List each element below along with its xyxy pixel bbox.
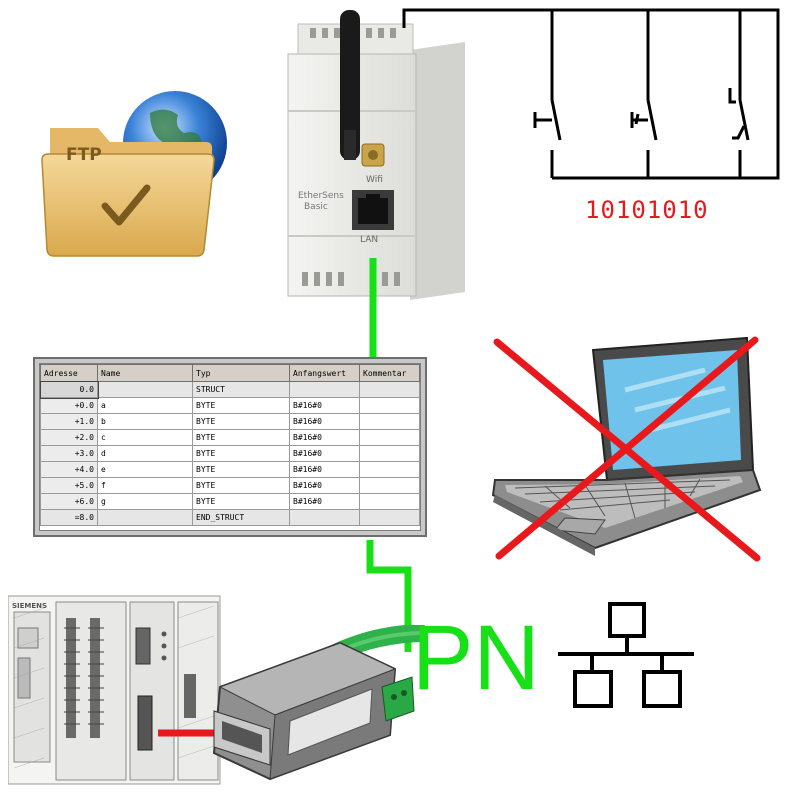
cell-name: e xyxy=(97,461,193,478)
cell-comment xyxy=(359,493,420,510)
cell-comment xyxy=(359,461,420,478)
cell-initial-value: B#16#0 xyxy=(289,429,360,446)
cell-initial-value: B#16#0 xyxy=(289,493,360,510)
cell-address: 0.0 xyxy=(40,380,99,399)
wifi-label: Wifi xyxy=(366,175,383,185)
profinet-adapter-icon xyxy=(158,625,425,781)
ftp-label: FTP xyxy=(66,145,102,165)
cell-type: BYTE xyxy=(192,493,290,510)
cell-address: +3.0 xyxy=(40,445,98,462)
cell-name: f xyxy=(97,477,193,494)
binary-value: 10101010 xyxy=(585,196,709,224)
table-row[interactable]: 0.0 STRUCT xyxy=(40,380,420,399)
cell-name xyxy=(97,509,193,526)
table-header-row: Adresse Name Typ Anfangswert Kommentar xyxy=(40,364,420,382)
cell-type: BYTE xyxy=(192,461,290,478)
cell-type: END_STRUCT xyxy=(192,509,290,526)
laptop-crossed-out-icon xyxy=(491,336,762,562)
cell-comment xyxy=(359,509,420,526)
cell-address: =8.0 xyxy=(40,509,98,526)
data-block-table-window: Adresse Name Typ Anfangswert Kommentar 0… xyxy=(33,357,427,537)
cell-initial-value xyxy=(289,509,360,526)
cell-initial-value: B#16#0 xyxy=(289,445,360,462)
cell-address: +5.0 xyxy=(40,477,98,494)
cell-type: BYTE xyxy=(192,445,290,462)
cell-initial-value: B#16#0 xyxy=(289,397,360,414)
column-header-comment: Kommentar xyxy=(359,364,420,382)
cell-name: c xyxy=(97,429,193,446)
cell-name xyxy=(97,381,193,398)
cell-address: +4.0 xyxy=(40,461,98,478)
ethersens-device-icon: Wifi EtherSens Basic LAN xyxy=(287,10,465,300)
cell-comment xyxy=(359,477,420,494)
cell-type: BYTE xyxy=(192,477,290,494)
cell-name: a xyxy=(97,397,193,414)
ftp-folder-globe-icon: FTP xyxy=(41,91,227,257)
network-topology-icon xyxy=(558,602,694,708)
table-row[interactable]: =8.0 END_STRUCT xyxy=(40,509,420,526)
cell-initial-value: B#16#0 xyxy=(289,477,360,494)
switch-circuit-icon xyxy=(402,8,780,180)
column-header-address: Adresse xyxy=(40,364,98,382)
cell-address: +0.0 xyxy=(40,397,98,414)
plc-brand-label: SIEMENS xyxy=(12,602,47,610)
cell-type: BYTE xyxy=(192,413,290,430)
lan-label: LAN xyxy=(360,235,378,245)
cell-address: +2.0 xyxy=(40,429,98,446)
column-header-type: Typ xyxy=(192,364,290,382)
cell-comment xyxy=(359,397,420,414)
plc-s7-300-icon: SIEMENS xyxy=(8,595,221,785)
cell-initial-value: B#16#0 xyxy=(289,413,360,430)
cell-initial-value xyxy=(289,381,360,398)
cell-comment xyxy=(359,413,420,430)
cell-address: +1.0 xyxy=(40,413,98,430)
cell-type: BYTE xyxy=(192,397,290,414)
cell-type: STRUCT xyxy=(192,381,290,398)
device-name: EtherSens xyxy=(298,191,344,201)
cell-name: b xyxy=(97,413,193,430)
cell-name: d xyxy=(97,445,193,462)
pn-label: PN xyxy=(412,607,540,709)
cell-address: +6.0 xyxy=(40,493,98,510)
cell-comment xyxy=(359,381,420,398)
column-header-initial-value: Anfangswert xyxy=(289,364,360,382)
device-model: Basic xyxy=(304,202,328,212)
cell-name: g xyxy=(97,493,193,510)
column-header-name: Name xyxy=(97,364,193,382)
data-block-table: Adresse Name Typ Anfangswert Kommentar 0… xyxy=(40,364,420,526)
cell-comment xyxy=(359,445,420,462)
cell-comment xyxy=(359,429,420,446)
cell-initial-value: B#16#0 xyxy=(289,461,360,478)
cell-type: BYTE xyxy=(192,429,290,446)
